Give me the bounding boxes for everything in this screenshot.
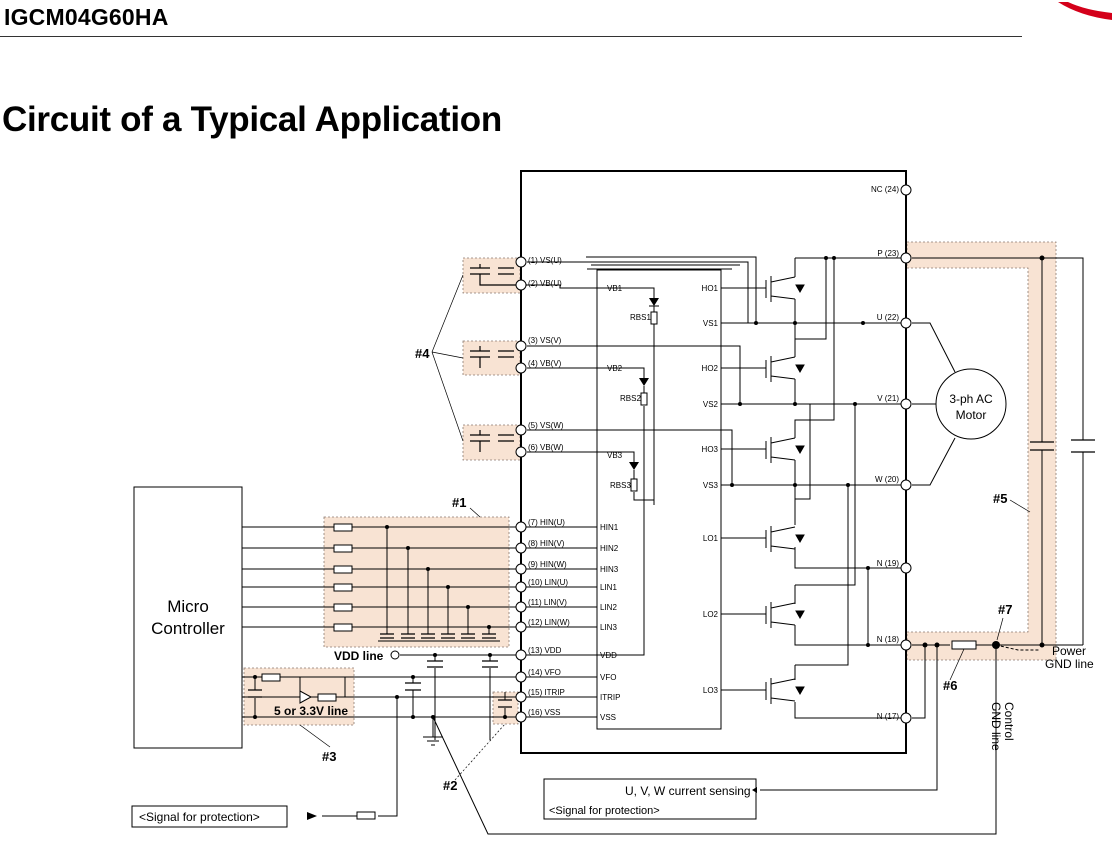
motor-block [935,368,1007,440]
gate-driver-ic [596,269,722,730]
pin-label: (14) VFO [528,668,561,677]
ic-signal: VB3 [607,451,623,460]
ic-signal: VB1 [607,284,623,293]
power-gnd-label: Power [1052,644,1086,658]
current-sensing-label: U, V, W current sensing [625,784,751,798]
ic-signal: LIN1 [600,583,617,592]
buffer-icon [299,690,313,704]
brand-swoosh-icon [1058,2,1112,20]
pin-label: U (22) [877,313,900,322]
pin-label: (11) LIN(V) [528,598,567,607]
pin-label: (2) VB(U) [528,279,562,288]
callout-4: #4 [415,346,430,361]
pin-label: V (21) [877,394,899,403]
pin-label: (5) VS(W) [528,421,564,430]
bootstrap-resistor-label: RBS1 [630,313,651,322]
ic-signal-labels: VB1 VB2 VB3 HIN1 HIN2 HIN3 LIN1 LIN2 LIN… [600,284,719,722]
igbt-bridge [765,276,807,705]
ic-signal: LO2 [703,610,719,619]
bootstrap-cap-area-w [462,424,521,461]
micro-controller-label-2: Controller [151,619,225,638]
ic-signal: ITRIP [600,693,620,702]
right-pin-labels: NC (24) P (23) U (22) V (21) W (20) N (1… [871,185,899,721]
ic-signal: VS1 [703,319,719,328]
pin-label: N (19) [877,559,900,568]
protection-signal-label: <Signal for protection> [139,810,260,824]
bootstrap-resistor-label: RBS2 [620,394,641,403]
protection-signal-box [131,805,288,828]
ic-signal: HO1 [702,284,719,293]
pin-label: (12) LIN(W) [528,618,570,627]
bootstrap-cap-area-v [462,340,521,376]
ic-signal: HIN1 [600,523,619,532]
bootstrap-cap-area-u [462,257,521,294]
part-number-title: IGCM04G60HA [4,4,169,30]
capacitors [248,264,1095,708]
pin-label: (15) ITRIP [528,688,565,697]
pin-label: (7) HIN(U) [528,518,565,527]
pin-label: (10) LIN(U) [528,578,568,587]
pin-label: (6) VB(W) [528,443,564,452]
junctions [253,255,1045,719]
pin-label: (8) HIN(V) [528,539,565,548]
callout-5: #5 [993,491,1007,506]
pin-label: (4) VB(V) [528,359,562,368]
callouts: #1 #2 #3 #4 #5 #6 #7 [299,274,1031,793]
callout-3: #3 [322,749,336,764]
power-path-area [906,241,1057,661]
ground-icon [423,736,443,746]
callout-1: #1 [452,495,466,510]
ic-signal: HIN2 [600,544,619,553]
ic-signal: HIN3 [600,565,619,574]
callout-6: #6 [943,678,957,693]
current-sensing-box [543,778,757,820]
pin-label: W (20) [875,475,899,484]
input-filter-area [323,516,510,648]
header-rule [0,36,1022,37]
logic-supply-label: 5 or 3.3V line [274,704,348,718]
vdd-line-label: VDD line [334,649,384,663]
motor-label: 3-ph AC [949,392,993,406]
pin-label: NC (24) [871,185,899,194]
pin-label: P (23) [877,249,899,258]
ic-signal: LO3 [703,686,719,695]
ic-signal: VDD [600,651,617,660]
section-heading: Circuit of a Typical Application [2,100,502,139]
micro-controller-label: Micro [167,597,209,616]
ic-signal: VSS [600,713,616,722]
control-gnd-label-group: Control GND line [989,702,1016,751]
ic-signal: LIN3 [600,623,617,632]
power-gnd-label-2: GND line [1045,657,1094,671]
pin-label: (3) VS(V) [528,336,562,345]
motor-label-2: Motor [956,408,987,422]
ic-signal: HO3 [702,445,719,454]
bootstrap-diodes [629,298,659,470]
pin-label: N (17) [877,712,900,721]
ic-signal: VB2 [607,364,623,373]
bootstrap-resistor-label: RBS3 [610,481,631,490]
pin-label: (9) HIN(W) [528,560,567,569]
ic-signal: LO1 [703,534,719,543]
pin-label: (16) VSS [528,708,560,717]
callout-7: #7 [998,602,1012,617]
left-pin-labels: (1) VS(U) (2) VB(U) (3) VS(V) (4) VB(V) … [528,256,570,717]
ic-signal: LIN2 [600,603,617,612]
control-gnd-label-2: GND line [989,702,1003,751]
ic-signal: VS3 [703,481,719,490]
wiring [242,256,1084,835]
module-pads [390,184,912,724]
pin-label: (13) VDD [528,646,562,655]
pin-label: (1) VS(U) [528,256,562,265]
ic-signal: VS2 [703,400,719,409]
ic-signal: HO2 [702,364,719,373]
resistors [261,311,977,820]
micro-controller-block [133,486,243,749]
module-outline [520,170,907,754]
current-sensing-protection-label: <Signal for protection> [549,805,660,817]
control-gnd-label: Control [1002,702,1016,741]
pin-label: N (18) [877,635,900,644]
callout-2: #2 [443,778,457,793]
ic-signal: VFO [600,673,616,682]
